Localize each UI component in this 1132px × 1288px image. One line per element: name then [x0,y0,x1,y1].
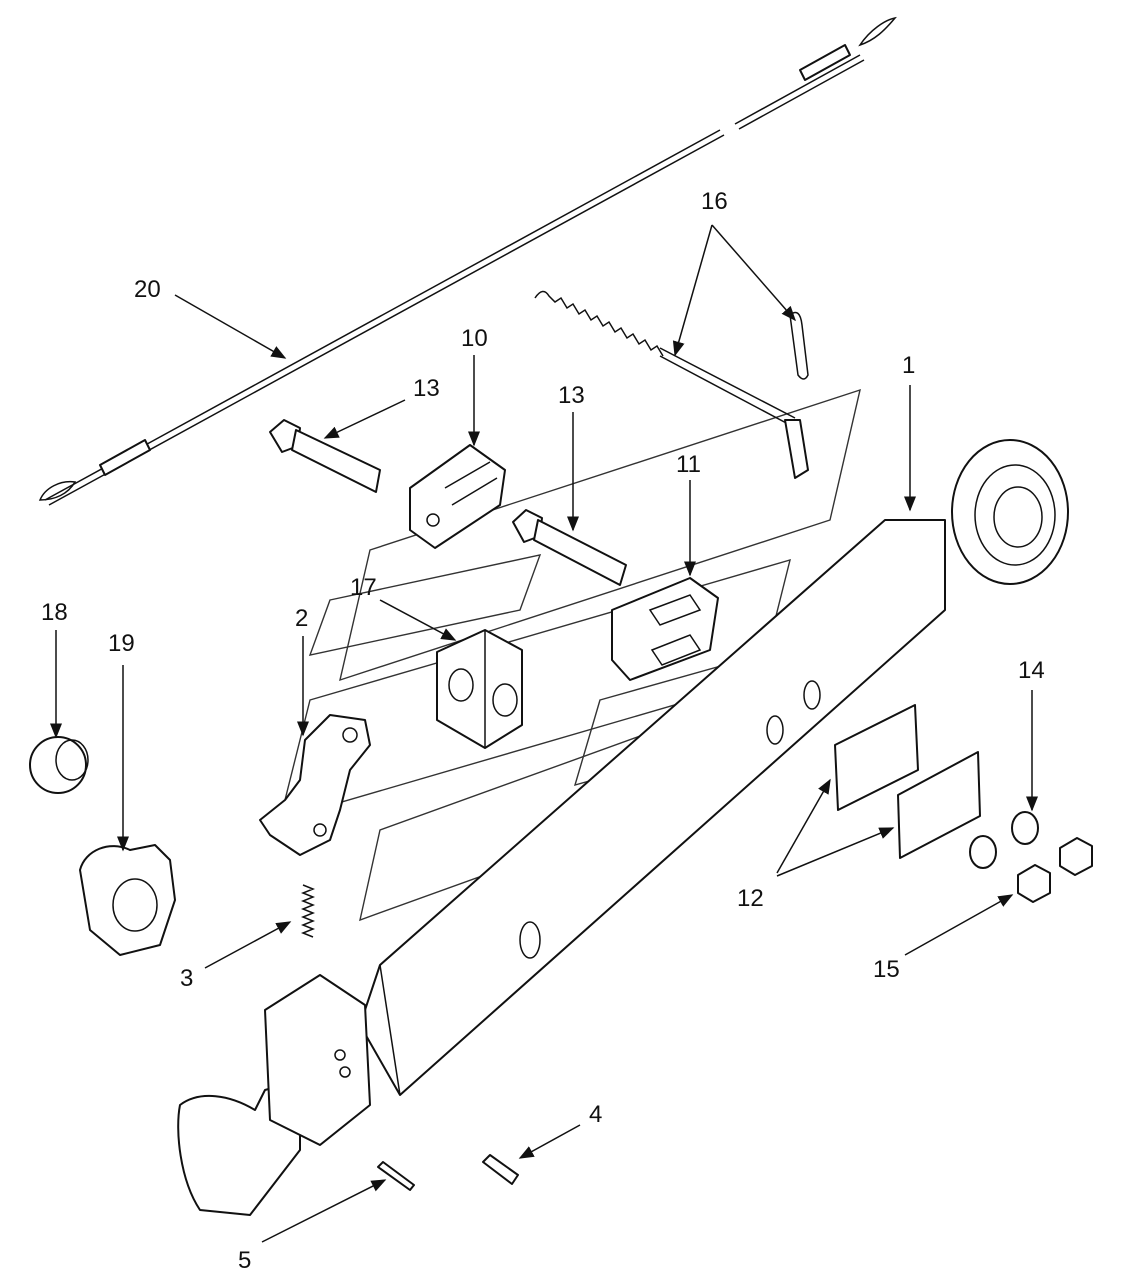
part-4-pin [482,1154,519,1185]
part-3-spring [300,884,316,938]
part-2-latch [259,714,371,856]
callout-13a: 13 [413,375,440,402]
callout-10: 10 [461,325,488,352]
callout-2: 2 [295,605,308,632]
callout-13b: 13 [558,382,585,409]
part-20-rod [38,16,897,506]
callout-3: 3 [180,965,193,992]
callout-15: 15 [873,956,900,983]
callout-5: 5 [238,1247,251,1274]
callout-12: 12 [737,885,764,912]
callout-1: 1 [902,352,915,379]
callout-16: 16 [701,188,728,215]
part-10-plate [409,444,506,549]
part-13-bolt-upper [269,419,381,493]
part-11-block [611,577,719,681]
callout-19: 19 [108,630,135,657]
part-15-nuts [1017,837,1093,903]
part-19-socket [79,844,176,956]
part-13-bolt-lower [512,509,627,586]
part-5-pin [377,1161,415,1191]
callout-20: 20 [134,276,161,303]
part-1-lower-link-arm [177,439,1069,1216]
callout-4: 4 [589,1101,602,1128]
callout-leaders [50,224,1038,1243]
part-17-bracket [436,629,523,749]
part-14-washers [969,811,1039,869]
callout-11: 11 [676,451,701,478]
callout-14: 14 [1018,657,1045,684]
part-12-shims [834,704,981,859]
callout-17: 17 [350,574,377,601]
callout-18: 18 [41,599,68,626]
part-18-ball [29,736,89,794]
